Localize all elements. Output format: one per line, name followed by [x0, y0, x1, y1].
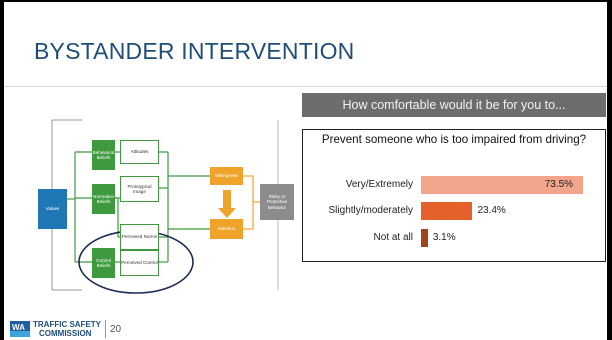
risky-behavior-box: Risky or Protective Behavior [260, 184, 294, 220]
title-divider [4, 86, 607, 87]
bar-slightly-moderately [421, 202, 473, 220]
chart-title: Prevent someone who is too impaired from… [321, 133, 587, 146]
normative-beliefs-box: Normative Beliefs [92, 184, 115, 214]
slide: BYSTANDER INTERVENTION [4, 2, 607, 340]
chart-container: Prevent someone who is too impaired from… [302, 129, 606, 262]
attitudes-box: Attitudes [120, 140, 159, 164]
value-label-not-at-all: 3.1% [432, 232, 456, 243]
behavior-model-diagram: Values Behavioral Beliefs Normative Beli… [38, 112, 303, 297]
bar-not-at-all [421, 229, 428, 247]
footer-separator [105, 320, 106, 338]
bar-very-extremely [421, 176, 583, 194]
intention-box: Intention [210, 219, 243, 239]
category-label-slightly-moderately: Slightly/moderately [328, 205, 413, 216]
org-name-line2: COMMISSION [39, 329, 92, 338]
value-label-slightly-moderately: 23.4% [477, 205, 506, 216]
org-name-line1: TRAFFIC SAFETY [33, 320, 101, 329]
perceived-control-box: Perceived Control [120, 250, 159, 276]
category-label-very-extremely: Very/Extremely [345, 179, 413, 190]
prototypical-image-box: Prototypical Image [120, 176, 159, 202]
value-label-very-extremely: 73.5% [544, 179, 574, 190]
willingness-box: Willingness [210, 167, 243, 185]
category-label-not-at-all: Not at all [373, 232, 413, 243]
wa-logo-mark-text: WA [12, 323, 25, 332]
values-box: Values [38, 189, 67, 229]
perceived-norms-box: Perceived Norms [120, 224, 159, 250]
control-beliefs-box: Control Beliefs [92, 248, 115, 278]
wa-logo-graphic: WA [10, 323, 30, 337]
wa-logo-icon: WA [10, 321, 30, 337]
behavioral-beliefs-box: Behavioral Beliefs [92, 140, 115, 170]
slide-title: BYSTANDER INTERVENTION [34, 38, 355, 64]
panel-header: How comfortable would it be for you to..… [302, 93, 606, 117]
page-number: 20 [110, 324, 122, 335]
